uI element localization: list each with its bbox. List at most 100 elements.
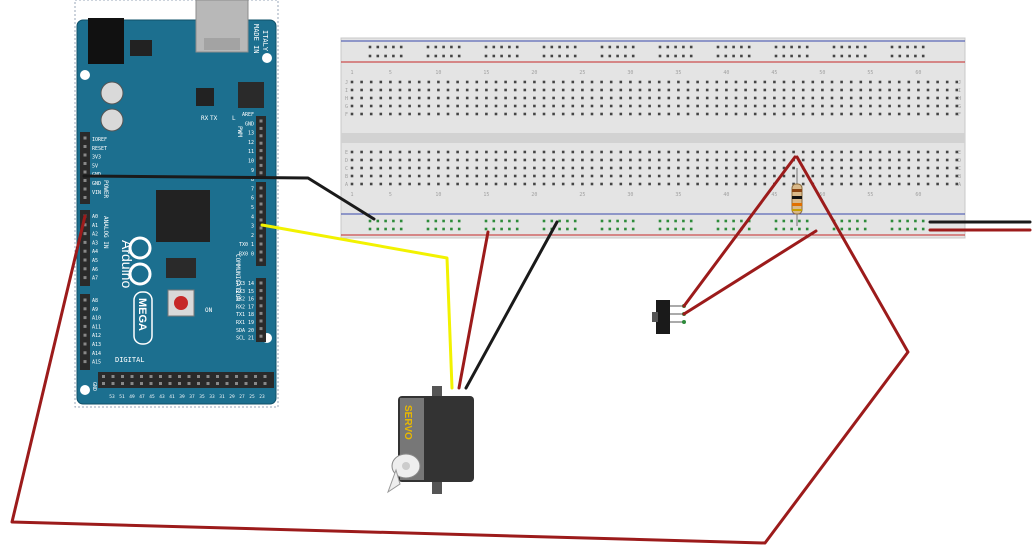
breadboard-hole (830, 166, 834, 170)
breadboard-hole (513, 80, 517, 84)
breadboard-hole (437, 112, 440, 116)
header-pin (235, 375, 238, 378)
pin-label: SCL 21 (236, 336, 254, 342)
breadboard-hole (657, 104, 661, 108)
servo-motor-icon: SERVO (387, 386, 474, 494)
column-number: 45 (771, 70, 777, 76)
breadboard-hole (590, 150, 594, 154)
breadboard-hole (715, 150, 719, 154)
rail-hole (863, 54, 867, 58)
rail-hole (674, 219, 677, 223)
breadboard-hole (475, 80, 479, 84)
breadboard-hole (878, 158, 882, 162)
breadboard-hole (955, 88, 959, 92)
breadboard-hole (638, 174, 642, 178)
column-number: 60 (915, 192, 921, 198)
column-number: 35 (675, 70, 681, 76)
rail-hole (790, 54, 793, 58)
breadboard-hole (849, 104, 853, 108)
breadboard-hole (523, 174, 527, 178)
rail-hole (890, 54, 894, 58)
rail-hole (368, 45, 372, 49)
breadboard-hole (773, 158, 776, 162)
breadboard-hole (581, 158, 584, 162)
breadboard-hole (533, 166, 536, 170)
bottom-power-rail (368, 219, 925, 231)
breadboard-hole (830, 80, 834, 84)
breadboard-hole (494, 174, 498, 178)
breadboard-hole (475, 112, 479, 116)
breadboard-hole (859, 174, 863, 178)
header-pin (259, 242, 263, 246)
rail-hole (376, 54, 380, 58)
row-letter: C (958, 166, 961, 172)
breadboard-hole (638, 112, 642, 116)
breadboard-hole (926, 80, 930, 84)
breadboard-hole (475, 182, 479, 186)
rail-hole (747, 54, 751, 58)
rail-hole (492, 227, 496, 231)
breadboard-hole (427, 80, 431, 84)
breadboard-hole (667, 88, 671, 92)
breadboard-hole (677, 158, 680, 162)
rail-hole (500, 227, 503, 231)
breadboard-hole (552, 174, 555, 178)
breadboard-hole (667, 112, 671, 116)
pin-label: 5 (251, 205, 254, 211)
rail-hole (740, 45, 743, 49)
breadboard-hole (734, 166, 738, 170)
breadboard-hole (830, 158, 834, 162)
breadboard-hole (849, 150, 853, 154)
row-letter: D (345, 158, 348, 164)
breadboard-hole (715, 182, 719, 186)
rail-hole (798, 45, 801, 49)
breadboard-hole (369, 88, 373, 92)
breadboard-hole (753, 96, 757, 100)
breadboard-hole (523, 182, 527, 186)
header-pin (83, 196, 87, 199)
rail-hole (805, 45, 809, 49)
rail-hole (747, 227, 751, 231)
pin-label: RX2 17 (236, 304, 254, 310)
rail-hole (384, 219, 387, 223)
breadboard-hole (571, 112, 575, 116)
breadboard-hole (744, 166, 747, 170)
breadboard-hole (552, 158, 555, 162)
rail-hole (500, 54, 503, 58)
rail-hole (832, 54, 836, 58)
breadboard-hole (840, 104, 843, 108)
servo-power-wire (457, 230, 490, 390)
rail-hole (573, 54, 577, 58)
breadboard-hole (609, 104, 613, 108)
column-number: 55 (867, 192, 873, 198)
arduino-brand: Arduino (119, 240, 135, 288)
breadboard-hole (677, 174, 680, 178)
breadboard-hole (600, 158, 603, 162)
breadboard-hole (590, 80, 594, 84)
pin-label: 6 (251, 196, 254, 202)
breadboard-hole (389, 150, 392, 154)
breadboard-hole (782, 174, 786, 178)
breadboard-hole (897, 112, 901, 116)
column-number: 35 (675, 192, 681, 198)
breadboard-hole (897, 158, 901, 162)
breadboard-hole (705, 158, 709, 162)
breadboard-hole (629, 80, 632, 84)
breadboard-hole (667, 96, 671, 100)
rail-hole (724, 227, 728, 231)
header-pin (259, 226, 263, 230)
breadboard-hole (446, 104, 450, 108)
breadboard-hole (705, 150, 709, 154)
breadboard-hole (696, 174, 699, 178)
breadboard-hole (350, 88, 354, 92)
breadboard-hole (648, 174, 651, 178)
breadboard-hole (408, 104, 411, 108)
pin-label: A4 (92, 249, 98, 255)
breadboard-hole (494, 80, 498, 84)
breadboard-hole (677, 80, 680, 84)
breadboard-hole (571, 96, 575, 100)
rail-hole (384, 45, 387, 49)
breadboard-hole (542, 80, 546, 84)
breadboard-hole (437, 174, 440, 178)
breadboard-hole (446, 96, 450, 100)
